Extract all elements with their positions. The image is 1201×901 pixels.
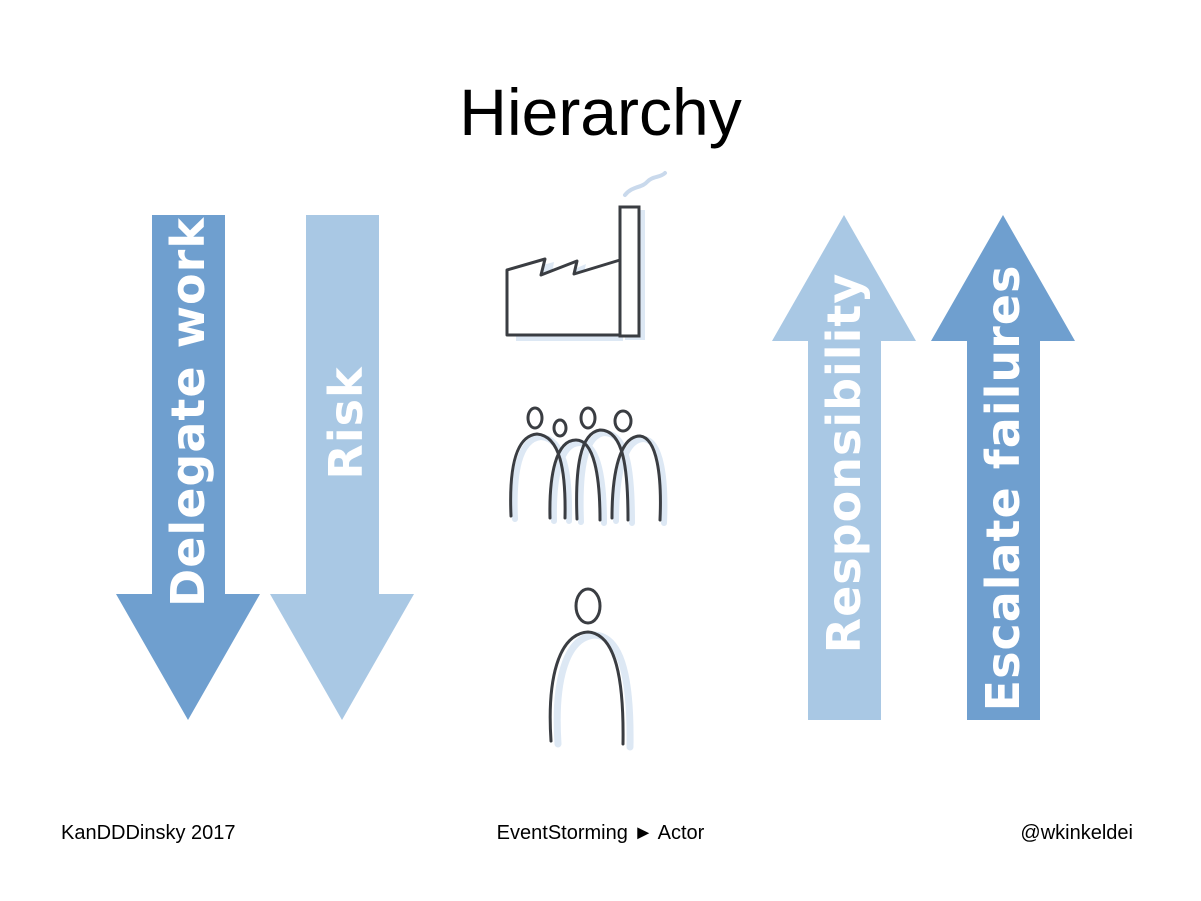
risk-arrow-shape	[270, 215, 414, 720]
escalate-failures-label: Escalate failures	[976, 265, 1030, 712]
person-icon	[548, 587, 634, 751]
footer-author-handle: @wkinkeldei	[1020, 822, 1133, 844]
escalate-failures-arrow: Escalate failures	[931, 215, 1075, 720]
group-of-people-icon	[509, 406, 668, 526]
delegate-work-label: Delegate work	[161, 217, 215, 607]
factory-icon	[505, 171, 667, 341]
responsibility-arrow-shape	[772, 215, 916, 720]
slide-title: Hierarchy	[459, 75, 742, 149]
risk-arrow: Risk	[270, 215, 414, 720]
delegate-work-arrow-shape	[116, 215, 260, 720]
responsibility-label: Responsibility	[817, 273, 871, 654]
footer-topic: EventStorming ► Actor	[496, 822, 705, 844]
risk-label: Risk	[319, 366, 373, 480]
responsibility-arrow: Responsibility	[772, 215, 916, 720]
escalate-failures-arrow-shape	[931, 215, 1075, 720]
delegate-work-arrow: Delegate work	[116, 215, 260, 720]
footer-event-name: KanDDDinsky 2017	[61, 822, 236, 844]
